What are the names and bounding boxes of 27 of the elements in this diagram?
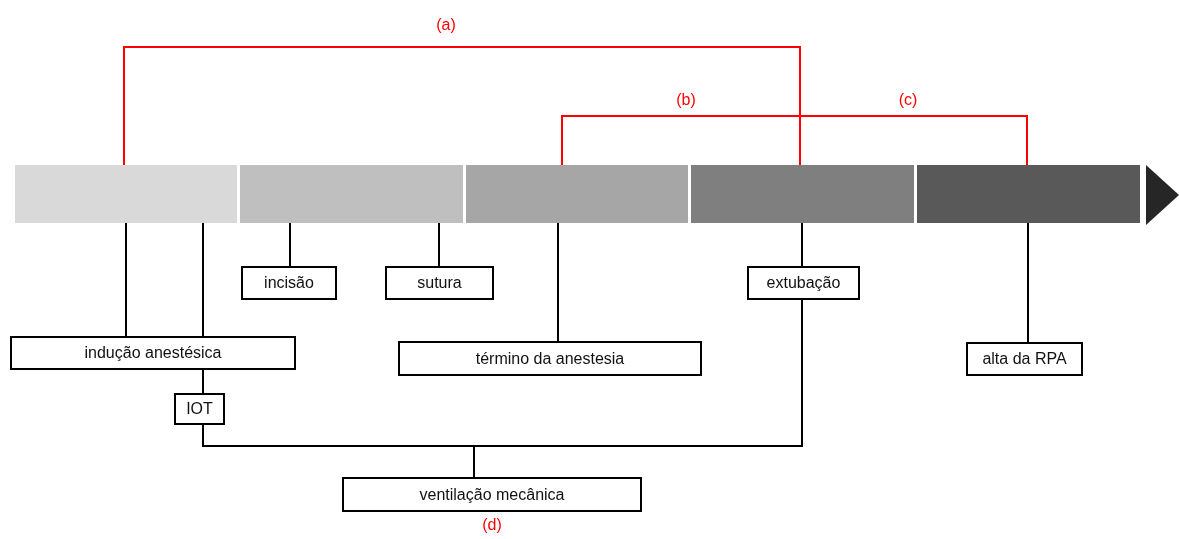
step-box: IOT — [174, 393, 225, 425]
timeline-segment — [466, 165, 688, 223]
connector-line — [289, 222, 291, 267]
connector-line — [202, 369, 204, 394]
edge-label: (c) — [896, 91, 920, 109]
edge-label: (b) — [674, 91, 698, 109]
step-box: extubação — [747, 266, 860, 300]
step-box: sutura — [385, 266, 494, 300]
timeline-segment — [15, 165, 237, 223]
step-box: indução anestésica — [10, 336, 296, 370]
note-label: (d) — [482, 516, 502, 534]
bracket-line — [123, 46, 801, 166]
connector-line — [125, 222, 127, 337]
connector-line — [557, 222, 559, 342]
bracket-line — [561, 115, 801, 166]
timeline-segment — [691, 165, 914, 223]
connector-line — [202, 222, 204, 337]
connector-line — [438, 222, 440, 267]
step-box: término da anestesia — [398, 341, 702, 376]
connector-line — [801, 222, 803, 267]
timeline-segment — [917, 165, 1140, 223]
bracket-line — [799, 115, 1028, 166]
timeline-segment — [240, 165, 463, 223]
connector-line — [1027, 222, 1029, 343]
edge-label: (a) — [434, 16, 458, 34]
step-box: incisão — [241, 266, 337, 300]
step-box: alta da RPA — [966, 342, 1083, 376]
